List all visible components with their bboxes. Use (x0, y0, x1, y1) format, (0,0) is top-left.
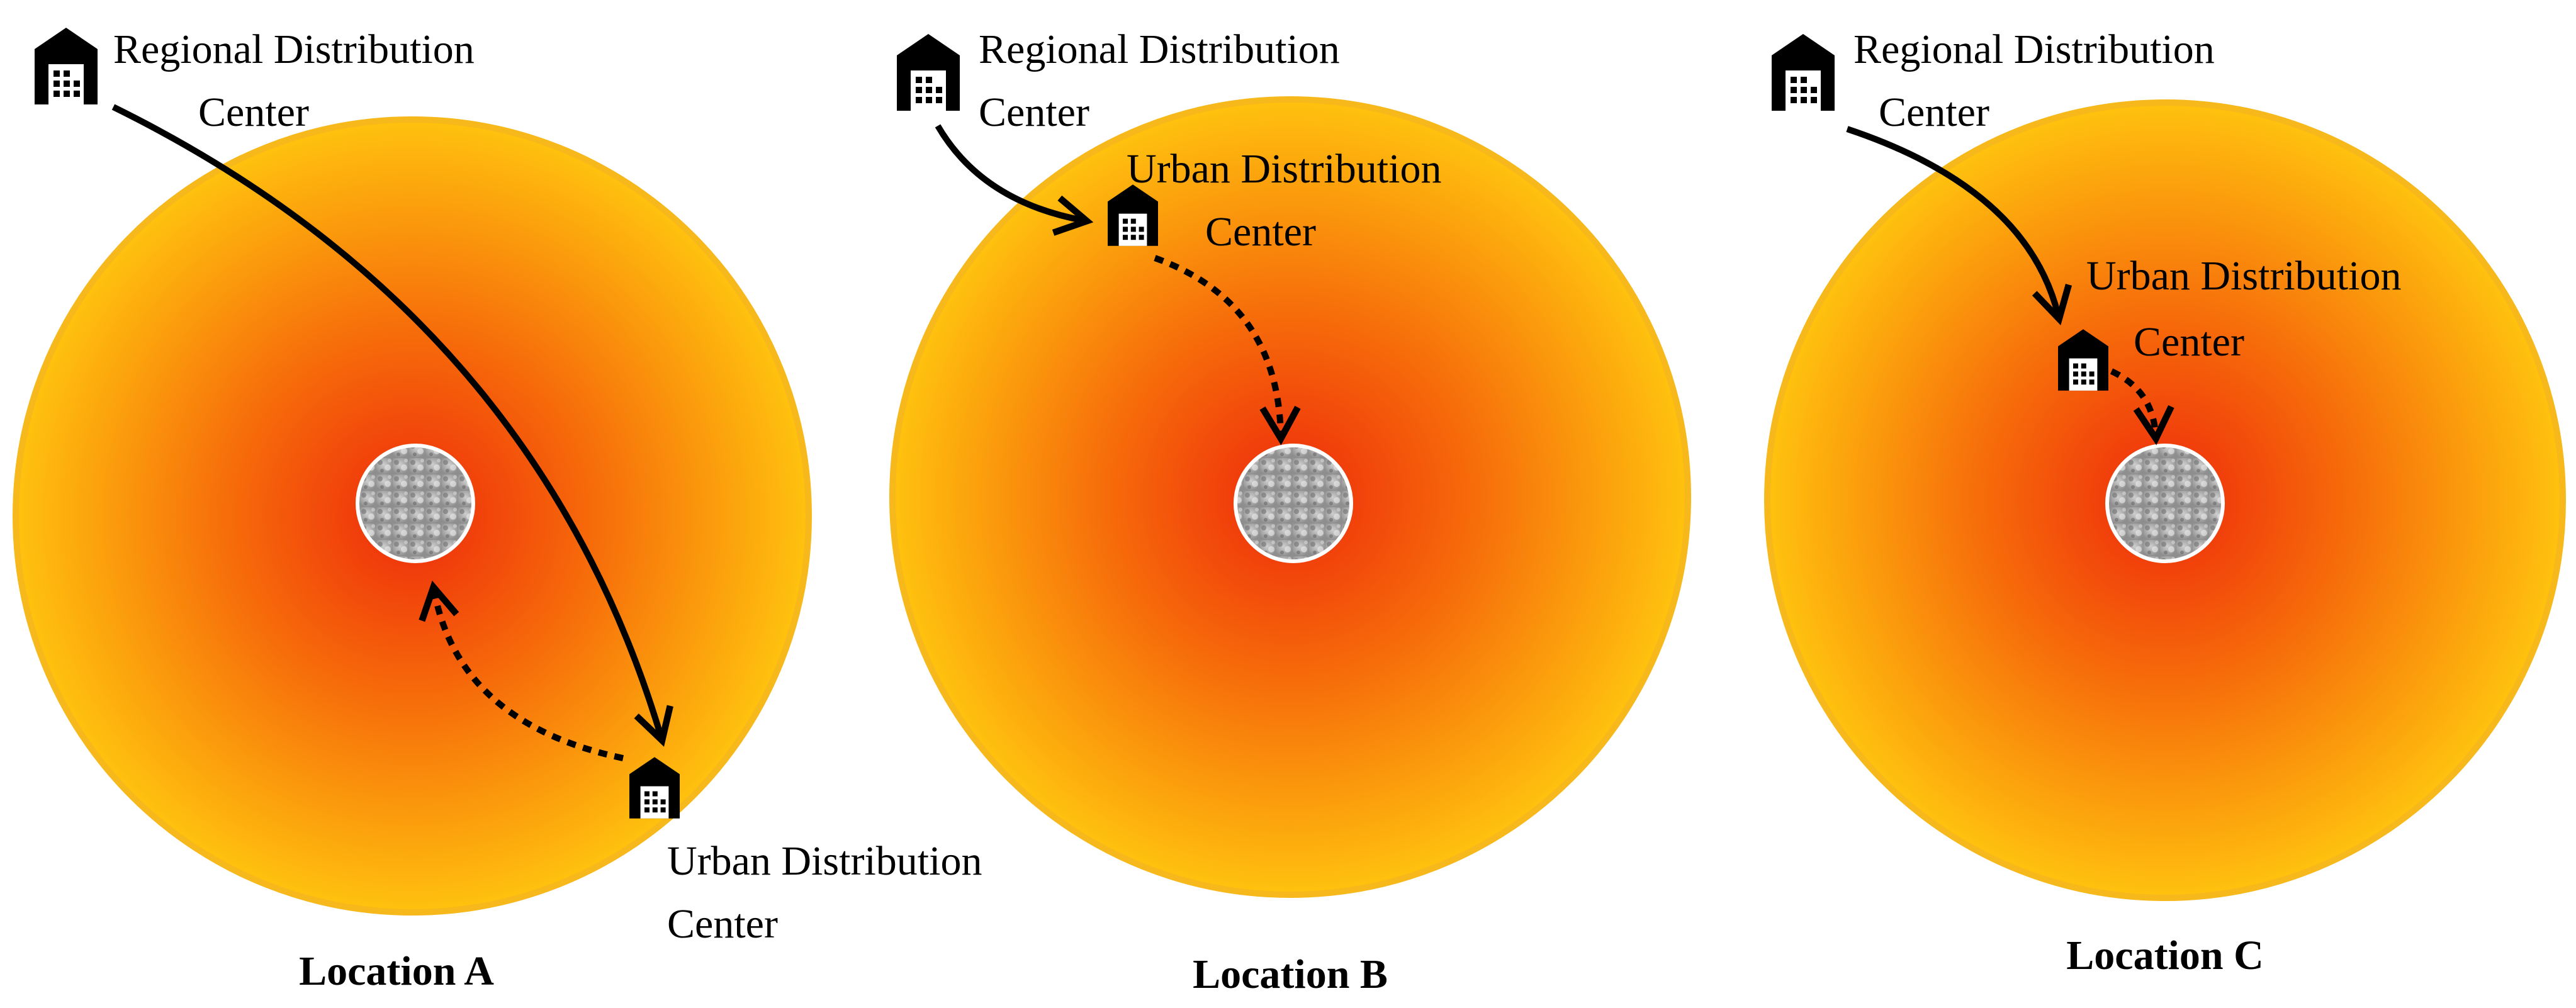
warehouse-icon (1772, 34, 1835, 111)
regional-label-line2: Center (979, 89, 1089, 135)
delivery-arrow-dotted (1154, 255, 1301, 445)
delivery-arrow-dotted (2110, 368, 2174, 445)
urban-label: Urban Distribution (667, 838, 982, 884)
location-caption: Location C (2066, 932, 2264, 978)
delivery-arrow-solid (935, 124, 1094, 236)
regional-label-line2: Center (198, 89, 309, 135)
regional-label-line2: Center (1879, 89, 1989, 135)
city-core-icon (1234, 444, 1353, 563)
panel-location-a: Regional Distribution Center Urban Distr… (13, 26, 982, 994)
urban-label-line2: Center (2134, 319, 2244, 365)
regional-label: Regional Distribution (1853, 26, 2215, 72)
city-core-icon (2105, 444, 2225, 563)
delivery-arrow-dotted (419, 580, 624, 761)
city-core-icon (356, 444, 475, 563)
delivery-arrow-solid (1846, 126, 2073, 326)
warehouse-icon (897, 34, 960, 111)
panel-location-b: Regional Distribution Center Urban Distr… (889, 26, 1691, 997)
panel-location-c: Regional Distribution Center Urban Distr… (1764, 26, 2566, 978)
regional-label: Regional Distribution (979, 26, 1340, 72)
urban-label-line2: Center (667, 901, 778, 947)
warehouse-icon (35, 28, 98, 104)
urban-label: Urban Distribution (2086, 253, 2401, 299)
location-caption: Location A (299, 948, 494, 994)
urban-label-line2: Center (1205, 209, 1316, 255)
urban-label: Urban Distribution (1127, 146, 1441, 192)
delivery-arrow-solid (111, 104, 673, 747)
regional-label: Regional Distribution (113, 26, 475, 72)
location-caption: Location B (1193, 951, 1388, 997)
